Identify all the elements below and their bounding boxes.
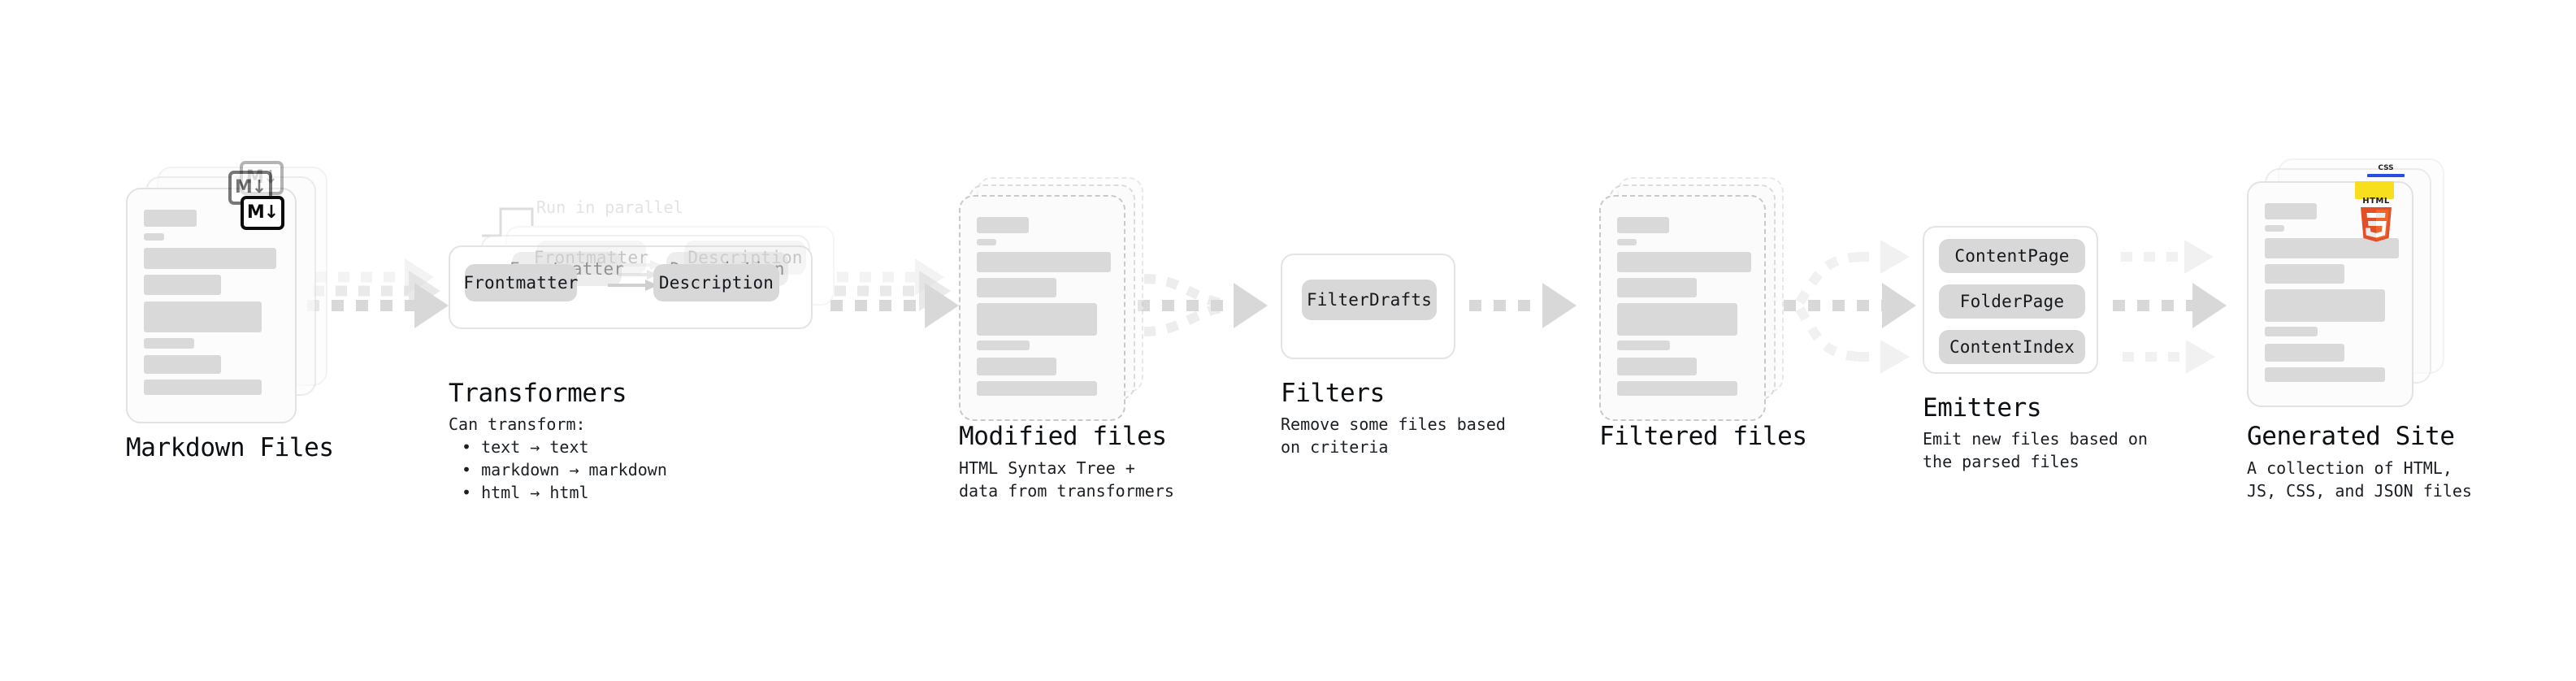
arrow-markdown-to-transformers — [307, 258, 449, 328]
note-run-in-parallel: Run in parallel — [536, 197, 683, 217]
arrow-filters-to-filtered — [1469, 283, 1576, 328]
site-sheet-front — [2247, 181, 2413, 407]
css-badge: CSS — [2367, 165, 2405, 178]
caption-filters: Filters — [1281, 379, 1385, 408]
arrow-emitters-to-site — [2113, 240, 2227, 374]
emitters-box: ContentPage FolderPage ContentIndex — [1923, 226, 2098, 374]
html5-badge: HTML — [2355, 194, 2397, 243]
caption-markdown-files: Markdown Files — [126, 433, 334, 462]
pill-folderpage[interactable]: FolderPage — [1939, 284, 2085, 319]
caption-modified-files: Modified files — [959, 422, 1167, 451]
pill-description[interactable]: Description — [653, 264, 779, 301]
filters-box: FilterDrafts — [1281, 254, 1455, 359]
modified-sheet-front — [959, 195, 1125, 421]
arrow-filtered-to-emitters — [1784, 240, 1916, 374]
filtered-sheet-front — [1599, 195, 1766, 421]
subcaption-generated-site: A collection of HTML, JS, CSS, and JSON … — [2247, 458, 2472, 501]
svg-text:HTML: HTML — [2362, 197, 2390, 206]
arrow-modified-to-filters — [1138, 274, 1268, 336]
arrow-transformers-to-modified — [830, 258, 959, 328]
caption-transformers: Transformers — [449, 379, 627, 408]
transformers-bullet-0: • text → text — [462, 437, 589, 457]
markdown-sheet-front — [126, 188, 297, 423]
transformers-bullet-1: • markdown → markdown — [462, 460, 667, 479]
css-badge-label: CSS — [2378, 164, 2394, 172]
transformers-inner-arrows — [608, 260, 661, 291]
subcaption-transformers: Can transform: — [449, 414, 586, 434]
subcaption-filters: Remove some files based on criteria — [1281, 414, 1506, 457]
css-badge-bar — [2367, 174, 2405, 177]
js-badge — [2355, 181, 2394, 199]
pill-contentpage[interactable]: ContentPage — [1939, 239, 2085, 273]
pill-frontmatter[interactable]: Frontmatter — [463, 264, 578, 301]
caption-generated-site: Generated Site — [2247, 422, 2455, 451]
caption-filtered-files: Filtered files — [1599, 422, 1807, 451]
subcaption-modified-files: HTML Syntax Tree + data from transformer… — [959, 458, 1174, 501]
transformers-bullet-2: • html → html — [462, 483, 589, 502]
markdown-badge: M↓ — [241, 196, 284, 230]
subcaption-emitters: Emit new files based on the parsed files — [1923, 429, 2148, 471]
pill-filterdrafts[interactable]: FilterDrafts — [1302, 280, 1437, 320]
pill-contentindex[interactable]: ContentIndex — [1939, 330, 2085, 364]
caption-emitters: Emitters — [1923, 393, 2042, 423]
